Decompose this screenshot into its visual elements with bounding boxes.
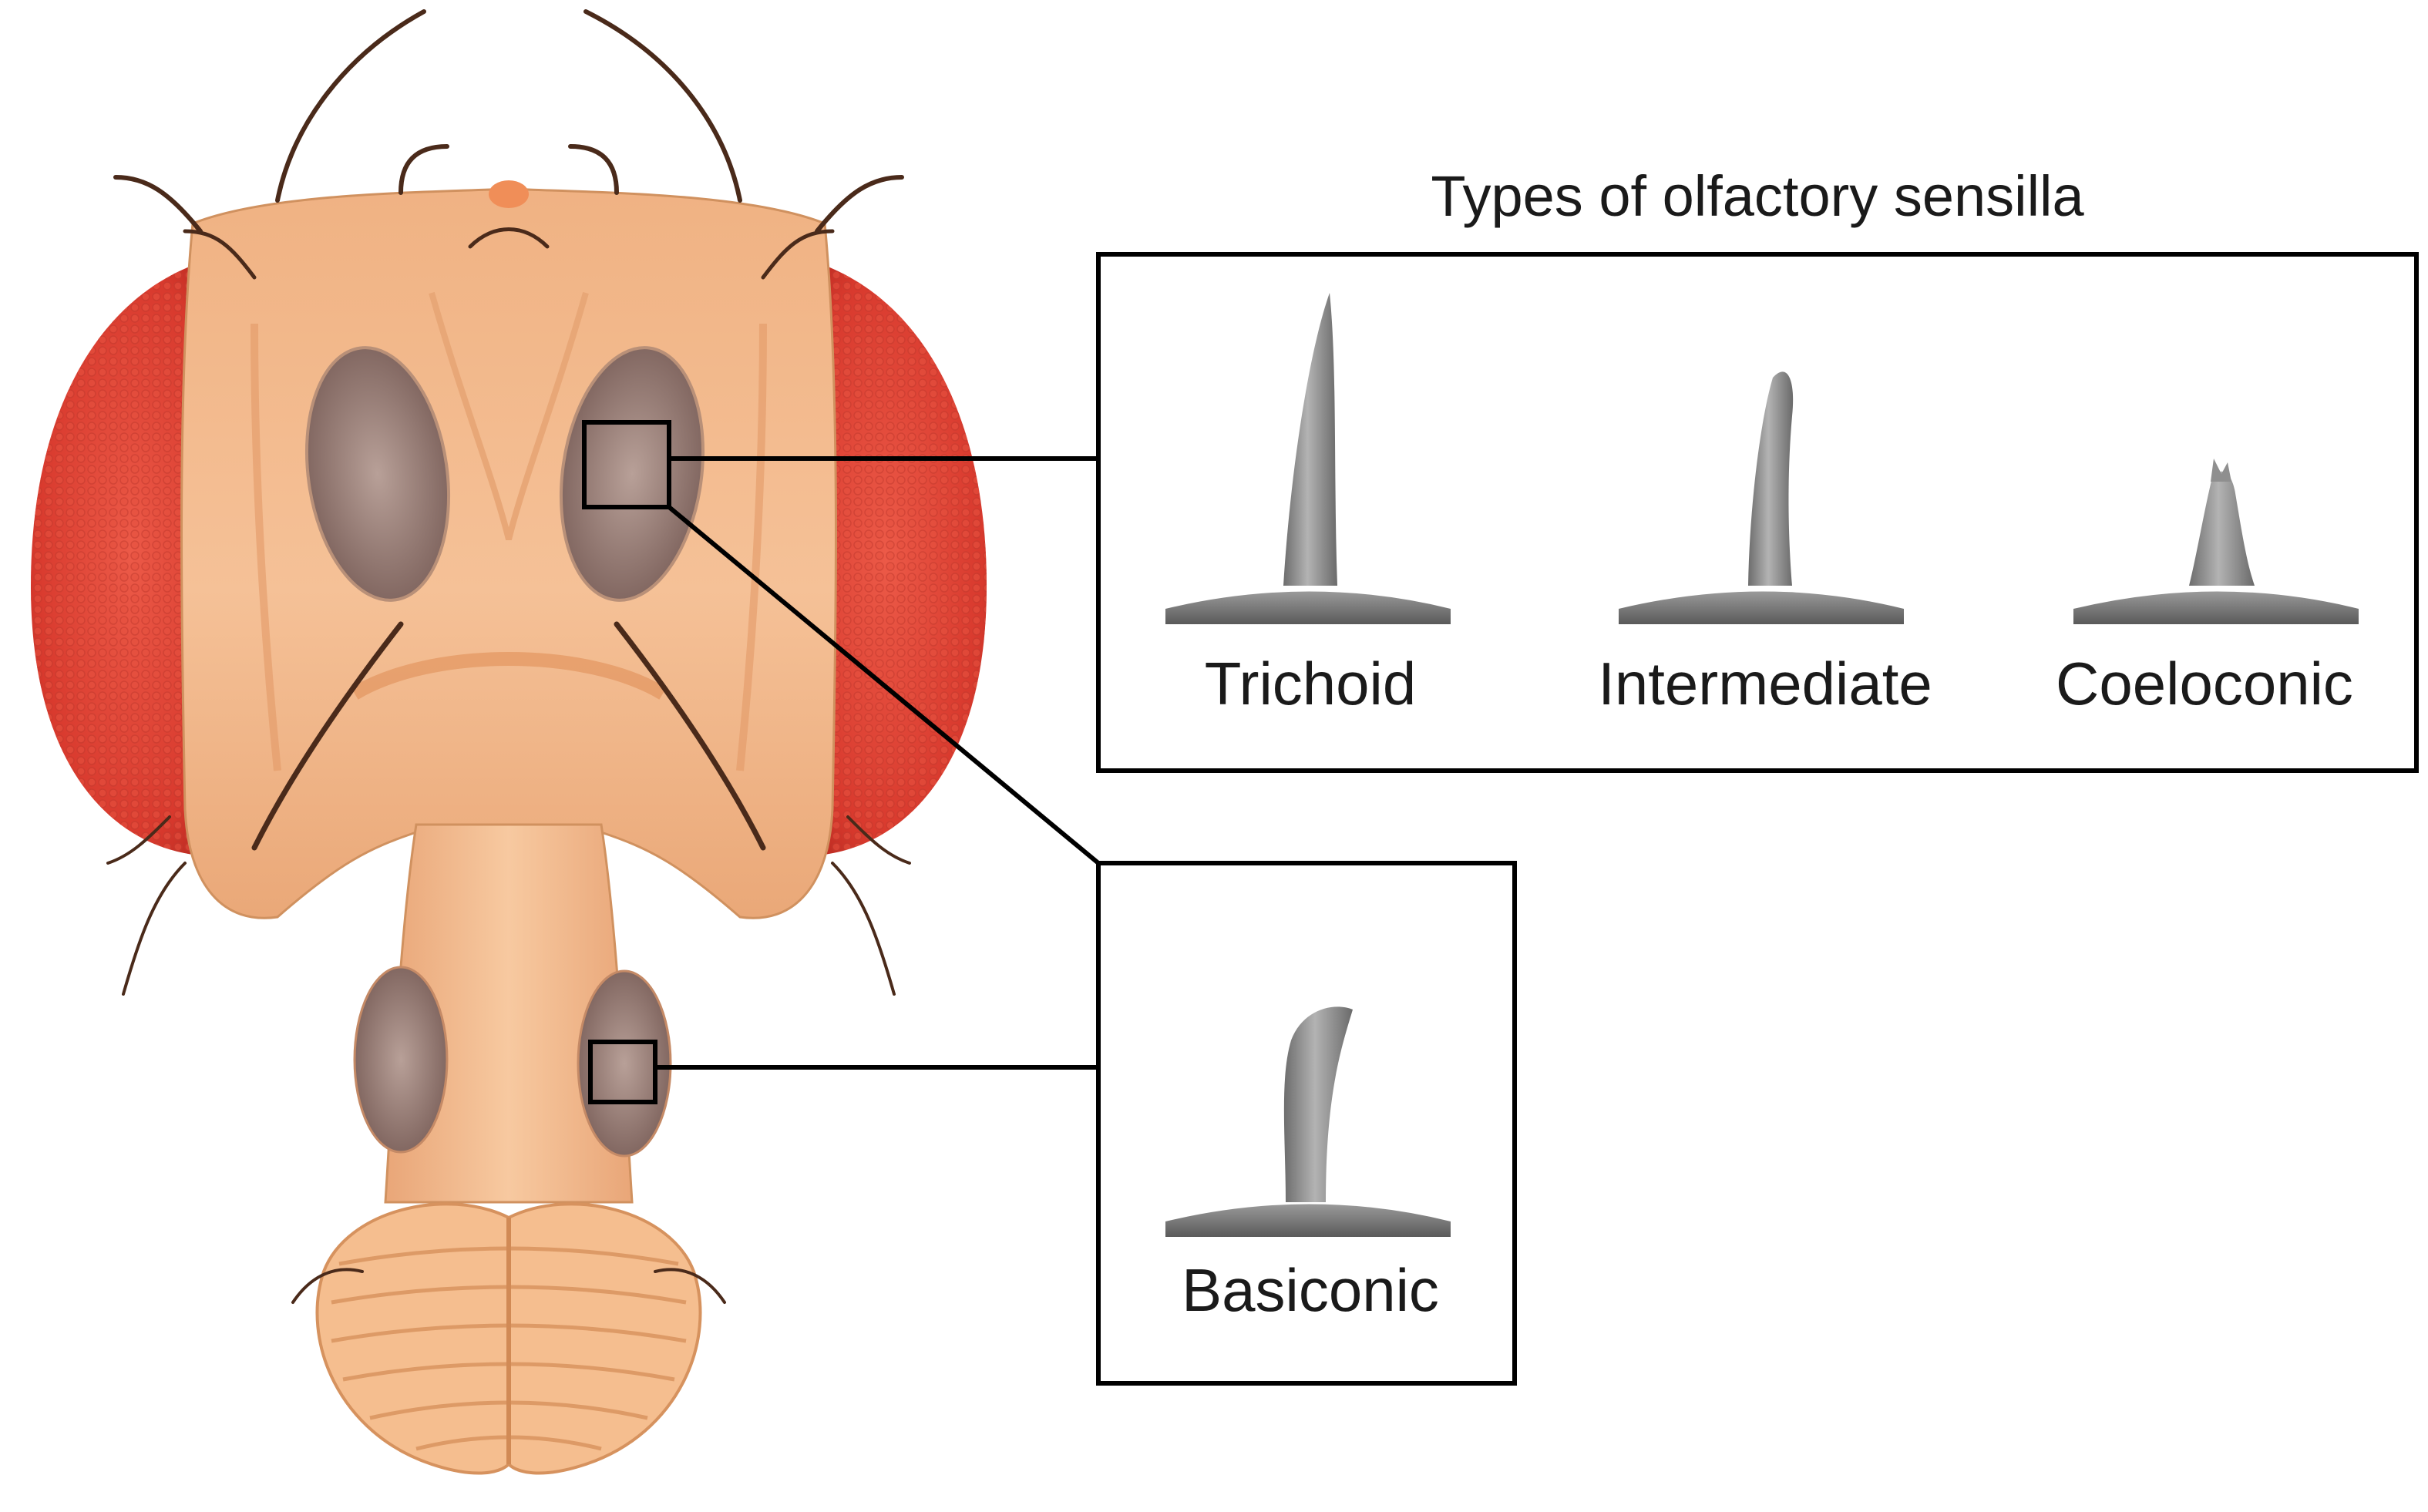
proboscis — [384, 823, 634, 1204]
basiconic-label: Basiconic — [1182, 1256, 1439, 1324]
head-capsule — [180, 187, 837, 919]
basiconic-sensillum — [1165, 1006, 1451, 1237]
intermediate-sensillum — [1619, 371, 1904, 624]
coeloconic-label: Coeloconic — [2056, 650, 2353, 717]
ocellar-bump — [489, 180, 529, 208]
antenna-to-basiconic-line — [668, 505, 1100, 865]
olfactory-sensilla-panel — [1096, 252, 2419, 773]
basiconic-panel — [1096, 861, 1517, 1386]
trichoid-sensillum — [1165, 293, 1451, 624]
antenna-zoom-square — [582, 420, 671, 509]
palp-zoom-square — [588, 1040, 657, 1104]
left-compound-eye — [31, 254, 231, 855]
left-antenna — [304, 346, 451, 602]
coeloconic-sensillum — [2073, 459, 2359, 624]
intermediate-label: Intermediate — [1598, 650, 1932, 717]
diagram-title: Types of olfactory sensilla — [1431, 164, 2084, 228]
trichoid-label: Trichoid — [1204, 650, 1417, 717]
right-maxillary-palp — [577, 969, 672, 1158]
fly-head — [31, 9, 987, 1475]
left-maxillary-palp — [353, 966, 449, 1154]
labellum — [315, 1202, 702, 1475]
right-antenna — [559, 346, 705, 602]
right-compound-eye — [786, 254, 987, 855]
connectors — [582, 420, 1100, 1104]
bristles — [106, 9, 911, 1304]
